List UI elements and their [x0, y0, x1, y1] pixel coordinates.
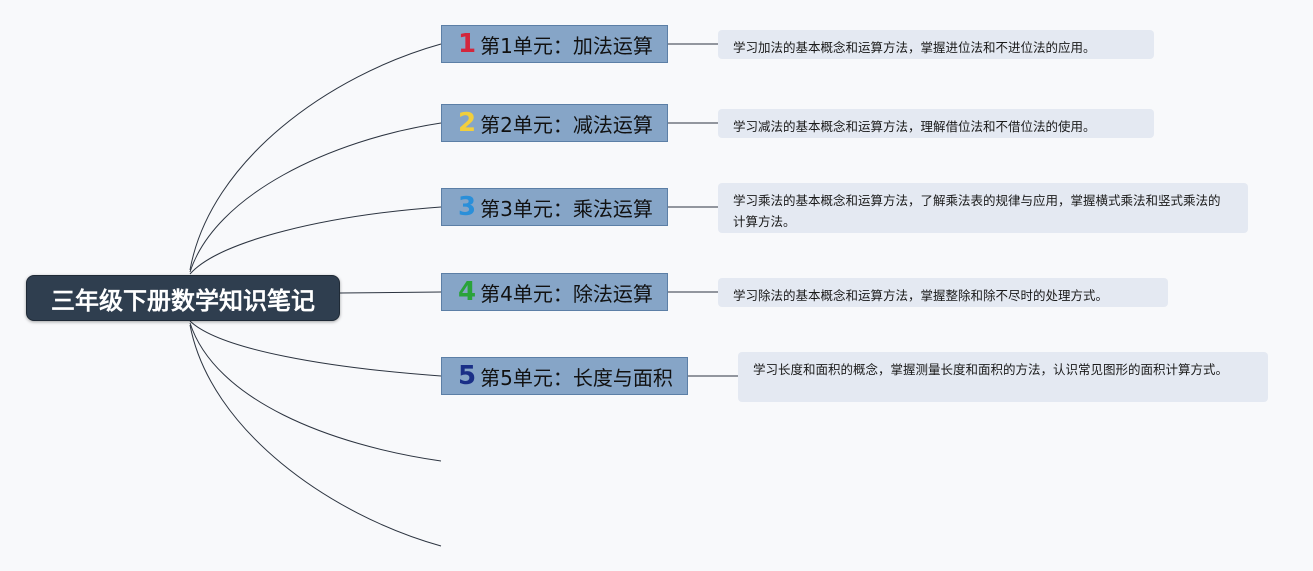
unit-note-2[interactable]: 学习减法的基本概念和运算方法，理解借位法和不借位法的使用。	[718, 109, 1154, 138]
connector-root-unit-2	[189, 122, 442, 273]
unit-title-3: 第3单元：乘法运算	[480, 196, 653, 221]
unit-topic-5[interactable]: 5 第5单元：长度与面积	[441, 357, 688, 395]
unit-note-text-3: 学习乘法的基本概念和运算方法，了解乘法表的规律与应用，掌握横式乘法和竖式乘法的计…	[733, 193, 1221, 229]
unit-title-5: 第5单元：长度与面积	[480, 365, 673, 390]
root-topic[interactable]: 三年级下册数学知识笔记	[26, 275, 340, 321]
unit-note-5[interactable]: 学习长度和面积的概念，掌握测量长度和面积的方法，认识常见图形的面积计算方式。	[738, 352, 1268, 402]
connector-root-unit-3	[189, 206, 442, 275]
unit-number-3: 3	[458, 192, 477, 222]
unit-note-text-5: 学习长度和面积的概念，掌握测量长度和面积的方法，认识常见图形的面积计算方式。	[753, 362, 1229, 377]
unit-topic-1[interactable]: 1 第1单元：加法运算	[441, 25, 668, 63]
connector-root-empty-2	[189, 324, 442, 547]
unit-note-3[interactable]: 学习乘法的基本概念和运算方法，了解乘法表的规律与应用，掌握横式乘法和竖式乘法的计…	[718, 183, 1248, 233]
unit-topic-3[interactable]: 3 第3单元：乘法运算	[441, 188, 668, 226]
unit-note-1[interactable]: 学习加法的基本概念和运算方法，掌握进位法和不进位法的应用。	[718, 30, 1154, 59]
connector-root-unit-1	[189, 43, 442, 271]
unit-title-4: 第4单元：除法运算	[480, 281, 653, 306]
unit-number-2: 2	[458, 108, 477, 138]
unit-title-1: 第1单元：加法运算	[480, 33, 653, 58]
unit-note-text-4: 学习除法的基本概念和运算方法，掌握整除和除不尽时的处理方式。	[733, 288, 1109, 303]
unit-topic-4[interactable]: 4 第4单元：除法运算	[441, 273, 668, 311]
connector-root-unit-4	[339, 291, 442, 294]
unit-number-1: 1	[458, 29, 477, 59]
unit-number-5: 5	[458, 361, 477, 391]
unit-note-4[interactable]: 学习除法的基本概念和运算方法，掌握整除和除不尽时的处理方式。	[718, 278, 1168, 307]
unit-note-text-1: 学习加法的基本概念和运算方法，掌握进位法和不进位法的应用。	[733, 40, 1096, 55]
unit-title-2: 第2单元：减法运算	[480, 112, 653, 137]
unit-note-text-2: 学习减法的基本概念和运算方法，理解借位法和不借位法的使用。	[733, 119, 1096, 134]
root-title: 三年级下册数学知识笔记	[51, 286, 315, 315]
connector-root-empty-1	[189, 322, 442, 462]
connector-root-unit-5	[189, 320, 442, 377]
unit-topic-2[interactable]: 2 第2单元：减法运算	[441, 104, 668, 142]
unit-number-4: 4	[458, 277, 477, 307]
